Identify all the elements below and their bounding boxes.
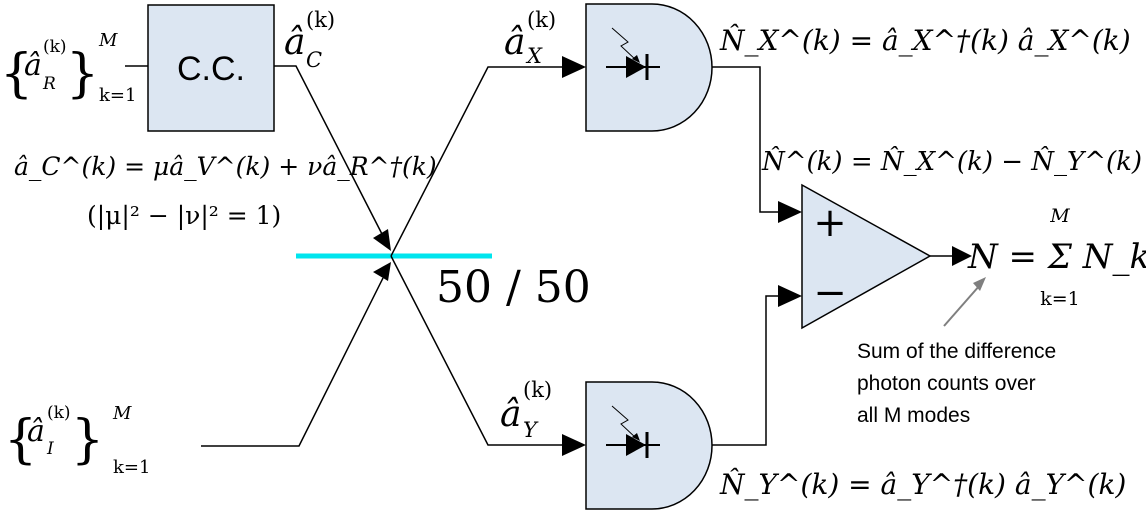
range-upper: M (98, 30, 118, 51)
operator-a: â (284, 22, 305, 63)
superscript: (k) (527, 8, 556, 32)
subscript: X (525, 44, 543, 68)
x-to-subtractor-wire (712, 66, 778, 213)
detector-y-equation: N̂_Y^(k) = â_Y^†(k) â_Y^(k) (719, 468, 1126, 501)
annotation-pointer (943, 284, 981, 327)
arrow-into-plus (778, 201, 802, 223)
superscript: (k) (306, 8, 335, 32)
right-brace: } (66, 44, 99, 104)
right-brace: } (71, 410, 104, 470)
annotation-line-2: photon counts over (857, 372, 1036, 395)
photodiode-icon (606, 27, 660, 80)
photodiode-icon (606, 405, 660, 458)
subtractor-triangle (801, 183, 932, 330)
arrow-bottom-into-bs (373, 262, 391, 281)
cc-to-bs-wire (274, 65, 384, 237)
annotation-line-1: Sum of the difference (857, 340, 1056, 363)
sum-upper-limit: M (1049, 205, 1070, 227)
output-sum: N = Σ N_k M k=1 (967, 205, 1146, 310)
operator-a: â (504, 22, 525, 63)
input-set-i: { â (k) I } M k=1 (4, 403, 150, 478)
bs-to-y-wire (390, 255, 562, 446)
annotation-pointer-head (973, 277, 986, 291)
range-upper: M (112, 403, 132, 424)
arm-x-label: â (k) X (504, 8, 556, 68)
left-brace: { (0, 44, 33, 104)
range-lower: k=1 (99, 85, 136, 106)
arrow-output (952, 246, 972, 266)
difference-equation: N̂^(k) = N̂_X^(k) − N̂_Y^(k) (761, 146, 1142, 177)
minus-sign: − (813, 270, 847, 316)
subtractor: + − (801, 183, 932, 330)
subscript: I (46, 439, 54, 459)
operator-a: â (500, 394, 521, 435)
i-to-bs-wire (201, 277, 384, 447)
cc-label: C.C. (177, 50, 245, 88)
superscript: (k) (47, 403, 71, 423)
range-lower: k=1 (113, 457, 150, 478)
superscript: (k) (523, 378, 552, 402)
arrow-into-detector-y (562, 434, 586, 456)
detector-x (585, 3, 713, 132)
constraint-equation: (|μ|² − |ν|² = 1) (87, 201, 281, 231)
cc-relation-equation: â_C^(k) = μâ_V^(k) + νâ_R^†(k) (14, 152, 437, 181)
detector-y (585, 381, 713, 510)
arrow-into-detector-x (562, 56, 586, 78)
arrow-into-minus (778, 285, 802, 307)
sum-lower-limit: k=1 (1040, 288, 1080, 310)
subscript: Y (523, 418, 539, 442)
left-brace: { (4, 410, 37, 470)
arm-y-label: â (k) Y (500, 378, 552, 442)
arrow-top-into-bs (373, 229, 391, 251)
superscript: (k) (43, 37, 67, 57)
cc-box (147, 4, 275, 132)
y-to-subtractor-wire (712, 295, 778, 446)
cc-output-label: â (k) C (284, 8, 335, 72)
plus-sign: + (813, 200, 847, 246)
operator-a: â (24, 48, 42, 83)
subscript: R (42, 74, 56, 94)
output-equation: N = Σ N_k (967, 237, 1146, 277)
cc-block: C.C. (125, 4, 275, 132)
beam-splitter-label: 50 / 50 (436, 262, 591, 313)
annotation-line-3: all M modes (857, 404, 970, 427)
detector-x-equation: N̂_X^(k) = â_X^†(k) â_X^(k) (719, 24, 1131, 57)
input-set-r: { â (k) R } M k=1 (0, 30, 136, 106)
subscript: C (306, 48, 322, 72)
bs-to-x-wire (390, 66, 562, 257)
annotation-text: Sum of the difference photon counts over… (857, 340, 1056, 427)
operator-a: â (27, 414, 45, 449)
